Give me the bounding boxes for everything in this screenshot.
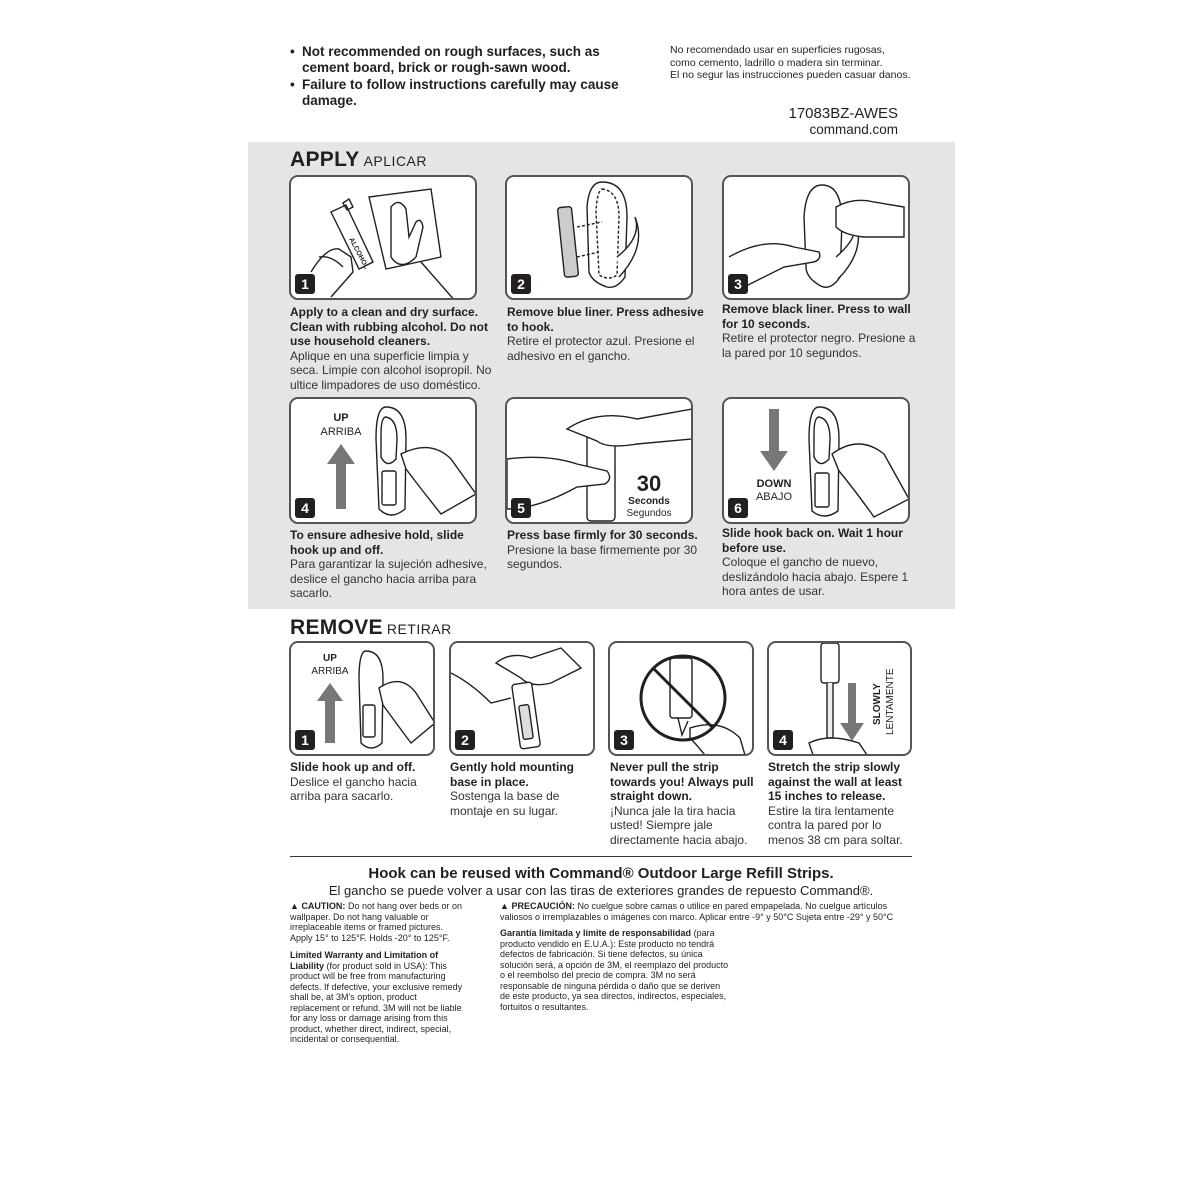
reuse-note-spanish: El gancho se puede volver a usar con las… (328, 883, 874, 898)
remove-step-4-illustration: SLOWLY LENTAMENTE 4 (767, 641, 912, 756)
warning-triangle-icon: ▲ (290, 901, 299, 911)
stretch-strip-icon: SLOWLY LENTAMENTE (808, 643, 896, 754)
remove-step-1-illustration: UP ARRIBA 1 (289, 641, 435, 756)
slide-down-icon: DOWN ABAJO (756, 406, 908, 518)
step-number-badge: 1 (295, 730, 315, 750)
up-arrow-icon (317, 683, 343, 743)
remove-step-3-caption: Never pull the strip towards you! Always… (610, 760, 754, 847)
adhesive-strip-hook-icon (556, 181, 640, 288)
warnings-english: •Not recommended on rough surfaces, such… (290, 44, 650, 110)
prohibited-icon (639, 654, 727, 742)
apply-step-3-caption: Remove black liner. Press to wall for 10… (722, 302, 916, 360)
apply-step-3-illustration: 3 (722, 175, 910, 300)
step-number-badge: 5 (511, 498, 531, 518)
apply-step-1-illustration: ALCOHOL 1 (289, 175, 477, 300)
product-code: 17083BZ-AWES (788, 105, 899, 122)
slide-up-icon: UP ARRIBA (321, 406, 475, 516)
step-number-badge: 3 (614, 730, 634, 750)
down-arrow-icon (840, 683, 864, 741)
section-divider (290, 856, 912, 857)
step-number-badge: 3 (728, 274, 748, 294)
apply-step-4-caption: To ensure adhesive hold, slide hook up a… (290, 528, 487, 600)
svg-text:LENTAMENTE: LENTAMENTE (885, 668, 896, 735)
step-number-badge: 4 (295, 498, 315, 518)
press-to-wall-icon (728, 184, 905, 288)
remove-step-4-caption: Stretch the strip slowly against the wal… (768, 760, 903, 847)
warning-triangle-icon: ▲ (500, 901, 509, 911)
reuse-note-english: Hook can be reused with Command® Outdoor… (368, 865, 834, 882)
step-number-badge: 2 (455, 730, 475, 750)
warning-follow-instructions: Failure to follow instructions carefully… (302, 77, 619, 108)
svg-text:UP: UP (333, 412, 348, 424)
step-number-badge: 1 (295, 274, 315, 294)
apply-step-6-illustration: DOWN ABAJO 6 (722, 397, 910, 524)
hold-base-icon (451, 647, 583, 750)
apply-step-2-illustration: 2 (505, 175, 693, 300)
svg-text:ARRIBA: ARRIBA (311, 666, 349, 677)
svg-text:SLOWLY: SLOWLY (872, 683, 883, 725)
step-number-badge: 4 (773, 730, 793, 750)
svg-text:30: 30 (637, 471, 661, 496)
clean-surface-icon: ALCOHOL (310, 188, 454, 298)
remove-step-1-caption: Slide hook up and off. Deslice el gancho… (290, 760, 417, 803)
svg-text:ARRIBA: ARRIBA (321, 426, 363, 438)
warranty-english: Limited Warranty and Limitation of Liabi… (290, 950, 463, 1044)
remove-step-3-illustration: 3 (608, 641, 754, 756)
do-not-pull-icon (639, 654, 746, 754)
apply-step-5-caption: Press base firmly for 30 seconds. Presio… (507, 528, 698, 571)
step-number-badge: 6 (728, 498, 748, 518)
slide-up-remove-icon: UP ARRIBA (311, 650, 433, 749)
press-base-icon: 30 Seconds Segundos (507, 408, 691, 522)
product-code-block: 17083BZ-AWES command.com (740, 105, 899, 138)
remove-step-2-illustration: 2 (449, 641, 595, 756)
svg-text:DOWN: DOWN (757, 478, 792, 490)
caution-english: ▲ CAUTION: Do not hang over beds or on w… (290, 901, 463, 943)
down-arrow-icon (760, 409, 788, 471)
warnings-spanish: No recomendado usar en superficies rugos… (670, 44, 911, 81)
up-arrow-icon (327, 444, 355, 509)
caution-spanish: ▲ PRECAUCIÓN: No cuelgue sobre camas o u… (500, 901, 894, 922)
remove-step-2-caption: Gently hold mounting base in place. Sost… (450, 760, 574, 818)
step-number-badge: 2 (511, 274, 531, 294)
svg-text:ABAJO: ABAJO (756, 491, 793, 503)
svg-text:Seconds: Seconds (628, 496, 670, 507)
warranty-spanish: Garantía limitada y límite de responsabi… (500, 928, 729, 1012)
apply-step-1-caption: Apply to a clean and dry surface. Clean … (290, 305, 492, 392)
apply-step-5-illustration: 30 Seconds Segundos 5 (505, 397, 693, 524)
apply-step-6-caption: Slide hook back on. Wait 1 hour before u… (722, 526, 909, 598)
apply-step-4-illustration: UP ARRIBA 4 (289, 397, 477, 524)
svg-text:UP: UP (323, 653, 337, 664)
website-url: command.com (809, 122, 898, 137)
apply-step-2-caption: Remove blue liner. Press adhesive to hoo… (507, 305, 704, 363)
svg-text:Segundos: Segundos (626, 508, 671, 519)
warning-rough-surfaces: Not recommended on rough surfaces, such … (302, 44, 600, 75)
